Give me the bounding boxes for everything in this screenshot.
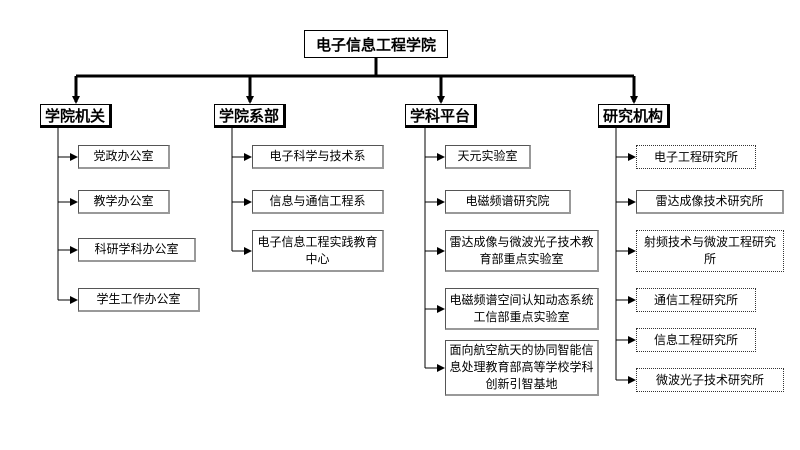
leaf-node: 科研学科办公室 — [78, 238, 196, 262]
leaf-node: 学生工作办公室 — [78, 288, 200, 312]
leaf-node: 电磁频谱空间认知动态系统工信部重点实验室 — [445, 288, 599, 330]
leaf-node: 信息与通信工程系 — [252, 190, 384, 214]
leaf-node: 电磁频谱研究院 — [445, 190, 571, 214]
root-node: 电子信息工程学院 — [304, 30, 448, 58]
leaf-node: 电子信息工程实践教育中心 — [252, 230, 384, 272]
leaf-node: 射频技术与微波工程研究所 — [636, 230, 784, 272]
leaf-node: 教学办公室 — [78, 190, 170, 214]
leaf-node: 微波光子技术研究所 — [636, 368, 784, 392]
leaf-node: 雷达成像技术研究所 — [636, 190, 784, 214]
leaf-node: 通信工程研究所 — [636, 288, 756, 312]
leaf-node: 天元实验室 — [445, 145, 531, 169]
leaf-node: 面向航空航天的协同智能信息处理教育部高等学校学科创新引智基地 — [445, 340, 599, 396]
leaf-node: 信息工程研究所 — [636, 328, 756, 352]
category-node: 学科平台 — [405, 104, 477, 128]
leaf-node: 党政办公室 — [78, 145, 170, 169]
category-node: 学院机关 — [40, 104, 112, 128]
leaf-node: 电子工程研究所 — [636, 145, 756, 169]
category-node: 学院系部 — [214, 104, 286, 128]
category-node: 研究机构 — [598, 104, 670, 128]
leaf-node: 电子科学与技术系 — [252, 145, 384, 169]
leaf-node: 雷达成像与微波光子技术教育部重点实验室 — [445, 230, 599, 272]
